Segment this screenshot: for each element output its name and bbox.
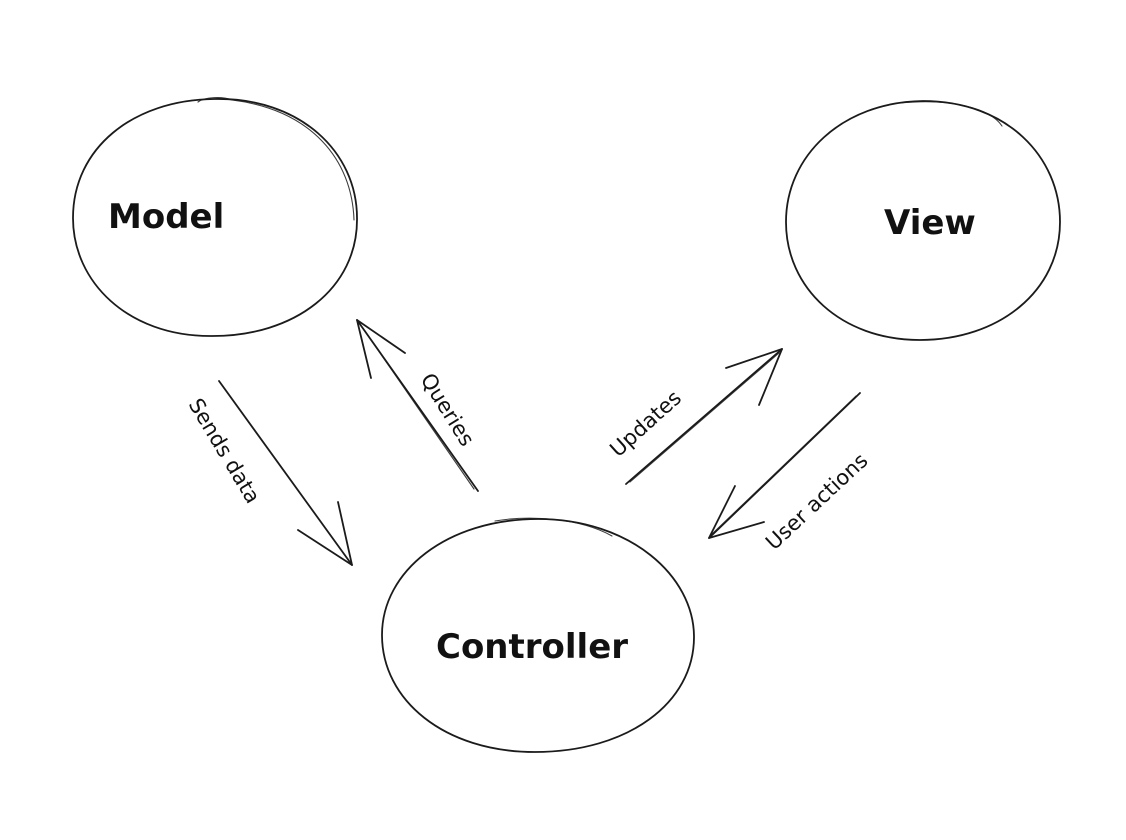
user-actions-label: User actions xyxy=(761,448,873,554)
user-actions-arrow-head xyxy=(708,485,765,539)
edge-sends-data: Sends data xyxy=(184,380,353,566)
queries-label: Queries xyxy=(416,369,479,450)
model-label: Model xyxy=(108,197,224,237)
user-actions-arrow-shaft xyxy=(708,392,861,539)
user-actions-arrow-shaft2 xyxy=(711,395,857,535)
updates-arrow-head xyxy=(725,348,783,406)
view-circle-stroke2 xyxy=(899,101,1003,127)
updates-arrow-shaft xyxy=(625,348,783,485)
edge-queries: Queries xyxy=(356,319,479,492)
sends-data-arrow-head xyxy=(297,501,353,566)
sends-data-arrow-shaft xyxy=(218,380,353,566)
model-circle-stroke2 xyxy=(197,97,355,221)
controller-circle-stroke2 xyxy=(494,517,613,537)
edge-updates: Updates xyxy=(605,348,783,485)
updates-label: Updates xyxy=(605,386,686,462)
controller-circle xyxy=(381,518,695,753)
model-circle xyxy=(72,98,358,337)
model-node[interactable]: Model xyxy=(72,97,358,337)
updates-arrow-shaft2 xyxy=(629,352,780,483)
controller-label: Controller xyxy=(436,627,628,667)
view-label: View xyxy=(884,203,976,243)
sends-data-label: Sends data xyxy=(184,394,265,507)
queries-arrow-shaft2 xyxy=(359,323,475,490)
queries-arrow-head xyxy=(356,319,406,379)
edge-user-actions: User actions xyxy=(708,392,873,555)
controller-node[interactable]: Controller xyxy=(381,517,695,753)
view-node[interactable]: View xyxy=(785,100,1061,341)
view-circle xyxy=(785,100,1061,341)
